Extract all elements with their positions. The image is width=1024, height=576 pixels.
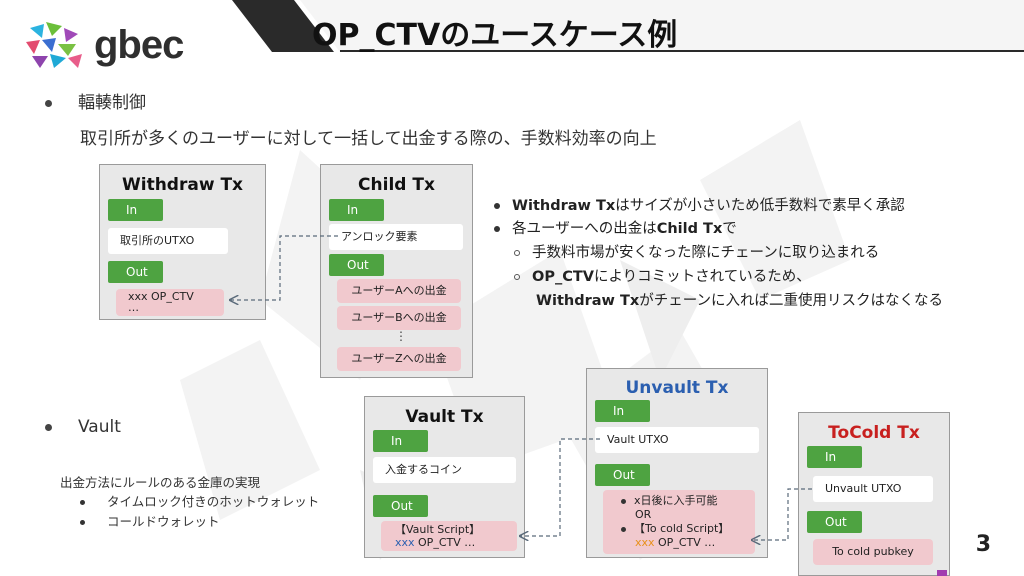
- tocold-out-field: To cold pubkey: [813, 539, 933, 565]
- title-banner: [232, 0, 1024, 52]
- note-sub-2-bold: OP_CTV: [532, 269, 594, 285]
- vault-out-xxx: xxx: [395, 536, 415, 549]
- vault-in-field: 入金するコイン: [373, 457, 516, 483]
- bullet-dot: [621, 498, 626, 504]
- logo-text: gbec: [94, 22, 184, 67]
- vault-item-hot-text: タイムロック付きのホットウォレット: [107, 494, 320, 509]
- bullet-dot: [80, 500, 85, 505]
- withdraw-out-field: xxx OP_CTV …: [116, 289, 224, 316]
- vault-in-tag: In: [373, 430, 428, 452]
- child-out-user-a: ユーザーAへの出金: [337, 279, 461, 303]
- child-out-tag: Out: [329, 254, 384, 276]
- unvault-out-line1: x日後に入手可能: [634, 494, 718, 507]
- child-tx-box: Child Tx In アンロック要素 Out ユーザーAへの出金 ユーザーBへ…: [320, 164, 473, 378]
- withdraw-tx-box: Withdraw Tx In 取引所のUTXO Out xxx OP_CTV …: [99, 164, 266, 320]
- child-in-tag: In: [329, 199, 384, 221]
- note-2-bold: Child Tx: [656, 221, 723, 237]
- tocold-out-tag: Out: [807, 511, 862, 533]
- bullet-dot: [494, 226, 500, 232]
- vault-out-tag: Out: [373, 495, 428, 517]
- tocold-tx-box: ToCold Tx In Unvault UTXO Out To cold pu…: [798, 412, 950, 576]
- child-in-field: アンロック要素: [329, 224, 463, 250]
- withdraw-out-line2: …: [128, 301, 139, 314]
- vault-out-field: 【Vault Script】 xxx OP_CTV …: [381, 521, 517, 551]
- unvault-tx-box: Unvault Tx In Vault UTXO Out x日後に入手可能 OR…: [586, 368, 768, 558]
- unvault-out-line4: OP_CTV …: [654, 536, 716, 549]
- note-2-pre: 各ユーザーへの出金は: [512, 221, 657, 237]
- note-sub-2: OP_CTVによりコミットされているため、: [514, 265, 811, 286]
- circle-bullet: [514, 250, 520, 256]
- section2-heading: Vault: [45, 417, 121, 437]
- bullet-dot: [80, 520, 85, 525]
- vault-tx-box: Vault Tx In 入金するコイン Out 【Vault Script】 x…: [364, 396, 525, 558]
- section1-heading: 輻輳制御: [45, 88, 146, 113]
- bullet-dot: [621, 526, 626, 532]
- unvault-out-field: x日後に入手可能 OR 【To cold Script】 xxx OP_CTV …: [603, 490, 755, 554]
- vault-item-cold-text: コールドウォレット: [107, 514, 220, 529]
- circle-bullet: [514, 274, 520, 280]
- child-out-user-z: ユーザーZへの出金: [337, 347, 461, 371]
- vault-tx-title: Vault Tx: [405, 407, 484, 427]
- vault-out-line2: OP_CTV …: [414, 536, 476, 549]
- unvault-tx-title: Unvault Tx: [625, 378, 729, 398]
- note-sub-2-cont: Withdraw Txがチェーンに入れば二重使用リスクはなくなる: [536, 289, 943, 310]
- note-1: Withdraw Txはサイズが小さいため低手数料で素早く承認: [494, 194, 905, 215]
- withdraw-out-tag: Out: [108, 261, 163, 283]
- tocold-in-field: Unvault UTXO: [813, 476, 933, 502]
- section2-heading-text: Vault: [78, 417, 121, 437]
- unvault-in-field: Vault UTXO: [595, 427, 759, 453]
- note-1-text: はサイズが小さいため低手数料で素早く承認: [615, 198, 905, 214]
- bullet-dot: [45, 423, 52, 431]
- note-sub-2-cont-text: がチェーンに入れば二重使用リスクはなくなる: [639, 293, 944, 309]
- gbec-logo: gbec: [22, 20, 202, 70]
- child-tx-title: Child Tx: [358, 175, 435, 195]
- tocold-tx-title: ToCold Tx: [828, 423, 920, 443]
- tocold-in-tag: In: [807, 446, 862, 468]
- page-title: OP_CTVのユースケース例: [312, 18, 678, 53]
- note-sub-1: 手数料市場が安くなった際にチェーンに取り込まれる: [514, 241, 879, 262]
- note-sub-2-cont-bold: Withdraw Tx: [536, 293, 640, 309]
- section1-description: 取引所が多くのユーザーに対して一括して出金する際の、手数料効率の向上: [80, 129, 657, 149]
- withdraw-out-line1: xxx OP_CTV: [128, 290, 194, 303]
- note-sub-1-text: 手数料市場が安くなった際にチェーンに取り込まれる: [532, 245, 880, 261]
- child-out-ellipsis: ⋮: [395, 329, 407, 343]
- vault-item-cold: コールドウォレット: [80, 511, 220, 530]
- withdraw-tx-title: Withdraw Tx: [121, 175, 244, 195]
- unvault-out-or: OR: [635, 508, 652, 521]
- unvault-out-xxx: xxx: [635, 536, 655, 549]
- note-2-post: で: [722, 221, 737, 237]
- note-sub-2-text: によりコミットされているため、: [593, 269, 811, 285]
- section1-heading-text: 輻輳制御: [78, 93, 146, 113]
- unvault-in-tag: In: [595, 400, 650, 422]
- gbec-logo-mark: [26, 22, 82, 68]
- bullet-dot: [45, 99, 52, 107]
- page-number: 3: [975, 532, 991, 557]
- vault-item-hot: タイムロック付きのホットウォレット: [80, 491, 319, 510]
- child-out-user-b: ユーザーBへの出金: [337, 306, 461, 330]
- vault-description: 出金方法にルールのある金庫の実現: [60, 475, 261, 490]
- bullet-dot: [494, 203, 500, 209]
- withdraw-in-field: 取引所のUTXO: [108, 228, 228, 254]
- note-2: 各ユーザーへの出金はChild Txで: [494, 217, 737, 238]
- unvault-out-tag: Out: [595, 464, 650, 486]
- unvault-out-line3: 【To cold Script】: [634, 522, 730, 535]
- withdraw-in-tag: In: [108, 199, 163, 221]
- accent-mark: [937, 570, 947, 576]
- note-1-bold: Withdraw Tx: [512, 198, 616, 214]
- vault-out-line1: 【Vault Script】: [395, 523, 481, 536]
